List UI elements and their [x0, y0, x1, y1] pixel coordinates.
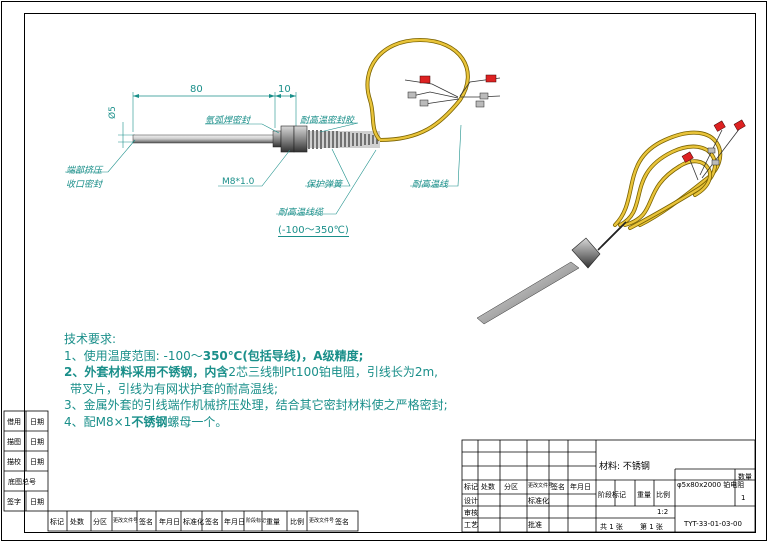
label-crimp-2: 收口密封: [66, 180, 103, 190]
label-crimp-1: 端部挤压: [66, 166, 103, 176]
bottom-cell-5: 年月日: [159, 518, 180, 526]
tb-check: 审核: [464, 509, 478, 517]
tb-process: 工艺: [464, 521, 478, 529]
bottom-cell-2: 分区: [93, 518, 107, 526]
dim-80: 80: [190, 84, 203, 95]
label-sealant: 耐高温密封胶: [300, 116, 355, 126]
tb-design: 设计: [464, 497, 478, 505]
label-cable-jacket: 耐高温线缆: [278, 208, 324, 218]
tb-qty-label: 数量: [738, 473, 752, 481]
label-hex-fitting: 氩弧焊密封: [205, 116, 251, 126]
note-3: 3、金属外套的引线端作机械挤压处理，结合其它密封材料使之严格密封;: [64, 398, 448, 412]
tb-marker: 标记: [464, 483, 478, 491]
tb-sheet-no: 第 1 张: [640, 523, 663, 531]
bottom-cell-3: 更改文件号: [113, 518, 139, 524]
bottom-cell-13: 签名: [335, 518, 349, 526]
tb-date: 年月日: [570, 483, 591, 491]
tb-sheet: 共 1 张: [600, 523, 623, 531]
bottom-cell-8: 年月日: [224, 518, 245, 526]
tb-scale: 1:2: [657, 508, 669, 516]
note-1: 1、使用温度范围: -100～350℃(包括导线)，A级精度;: [64, 348, 364, 363]
side-r1b: 日期: [30, 418, 44, 426]
tb-count: 处数: [481, 483, 495, 491]
bottom-cell-7: 签名: [205, 518, 219, 526]
label-spring: 保护弹簧: [306, 180, 343, 190]
bottom-cell-9: 阶段标记: [246, 518, 267, 524]
tb-scale-label: 比例: [656, 491, 670, 499]
side-r2b: 日期: [30, 438, 44, 446]
bottom-cell-6: 标准化: [183, 518, 204, 526]
bottom-cell-4: 签名: [139, 518, 153, 526]
tb-std: 标准化: [528, 497, 549, 505]
bottom-cell-12: 更改文件号: [309, 518, 335, 524]
bottom-cell-0: 标记: [50, 518, 64, 526]
tb-part-name: φ5x80x2000 铂电阻: [677, 481, 745, 489]
side-r5b: 日期: [30, 498, 44, 506]
inner-border: [24, 13, 756, 533]
note-2-cont: 带叉片，引线为有网状护套的耐高温线;: [70, 381, 279, 396]
side-r5a: 签字: [7, 498, 21, 506]
tb-change: 更改文件号: [528, 483, 554, 489]
tb-stage: 阶段标记: [598, 491, 626, 499]
technical-notes: 技术要求: 1、使用温度范围: -100～350℃(包括导线)，A级精度; 2、…: [64, 331, 448, 430]
bottom-cell-11: 比例: [290, 518, 304, 526]
bottom-cell-10: 重量: [266, 518, 280, 526]
tb-zone: 分区: [504, 483, 518, 491]
probe-2d-view: [65, 37, 501, 215]
note-2: 2、外套材料采用不锈钢，内含2芯三线制Pt100铂电阻，引线长为2m,: [64, 365, 438, 379]
tb-weight: 重量: [637, 491, 651, 499]
label-cable: 耐高温线: [412, 180, 449, 190]
tb-drawing-no: TYT-33-01-03-00: [684, 520, 742, 528]
side-r2a: 描图: [7, 438, 21, 446]
label-thread: M8*1.0: [222, 177, 255, 187]
tb-material: 材料: 不锈钢: [599, 462, 650, 472]
tb-approve: 批准: [528, 521, 542, 529]
side-r4: 底图总号: [8, 478, 36, 486]
dim-10: 10: [278, 84, 291, 95]
probe-3d-view: [476, 119, 746, 325]
side-r3a: 描校: [7, 458, 21, 466]
side-r1a: 借用: [7, 418, 21, 426]
tb-sign: 签名: [551, 483, 565, 491]
label-temp-range: (-100～350℃): [278, 221, 349, 237]
tb-qty: 1: [741, 494, 746, 502]
bottom-cell-1: 处数: [70, 518, 84, 526]
notes-title: 技术要求:: [64, 332, 117, 346]
note-4: 4、配M8×1不锈钢螺母一个。: [64, 414, 228, 429]
side-r3b: 日期: [30, 458, 44, 466]
